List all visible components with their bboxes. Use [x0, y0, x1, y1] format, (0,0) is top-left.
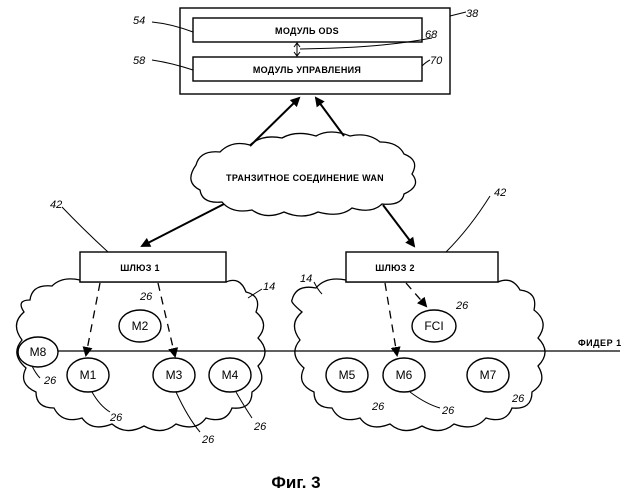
- leader-42-right: [446, 196, 490, 252]
- node-fci-label: FCI: [424, 319, 443, 333]
- gateway-1-label: ШЛЮЗ 1: [120, 263, 160, 273]
- feeder-label: ФИДЕР 1: [578, 338, 622, 348]
- arrow-cloud-to-gateway1: [142, 204, 224, 246]
- ref-26-m5: 26: [371, 401, 385, 413]
- arrow-cloud-to-server-right: [316, 98, 344, 136]
- ref-42-right: 42: [494, 187, 506, 199]
- local-cloud-right: [292, 279, 545, 431]
- ref-68: 68: [425, 29, 438, 41]
- wan-cloud: ТРАНЗИТНОЕ СОЕДИНЕНИЕ WAN: [191, 132, 416, 216]
- ref-14-left: 14: [263, 281, 275, 293]
- wan-label: ТРАНЗИТНОЕ СОЕДИНЕНИЕ WAN: [226, 173, 384, 183]
- gateway-2-box: [346, 252, 498, 282]
- ref-26-m7: 26: [511, 393, 525, 405]
- ref-42-left: 42: [50, 199, 62, 211]
- gateway-2-label: ШЛЮЗ 2: [375, 263, 415, 273]
- ref-26-m4: 26: [253, 421, 267, 433]
- ref-54: 54: [133, 15, 145, 27]
- leader-58: [152, 60, 193, 70]
- node-m1-label: M1: [80, 368, 97, 382]
- ref-26-fci: 26: [455, 300, 469, 312]
- ods-module-label: МОДУЛЬ ODS: [275, 26, 339, 36]
- control-module-label: МОДУЛЬ УПРАВЛЕНИЯ: [253, 65, 361, 75]
- ref-26-m6: 26: [441, 405, 455, 417]
- ref-70: 70: [430, 55, 443, 67]
- ref-38: 38: [466, 8, 479, 20]
- ref-26-m3: 26: [201, 434, 215, 446]
- ref-58: 58: [133, 55, 146, 67]
- node-m6-label: M6: [396, 368, 413, 382]
- node-m8-label: M8: [30, 345, 47, 359]
- leader-38: [450, 12, 466, 16]
- ref-26-m8: 26: [43, 375, 57, 387]
- node-m5-label: M5: [339, 368, 356, 382]
- node-m7-label: M7: [480, 368, 497, 382]
- node-m3-label: M3: [166, 368, 183, 382]
- ref-14-right: 14: [300, 273, 312, 285]
- leader-70: [422, 60, 430, 66]
- leader-68: [300, 38, 432, 49]
- figure-caption: Фиг. 3: [271, 473, 320, 492]
- leader-54: [152, 22, 193, 32]
- server: МОДУЛЬ ODS МОДУЛЬ УПРАВЛЕНИЯ 54 38 68 58…: [133, 8, 479, 94]
- leader-42-left: [62, 207, 108, 252]
- ref-26-m1: 26: [109, 412, 123, 424]
- node-m2-label: M2: [132, 319, 149, 333]
- node-m4-label: M4: [222, 368, 239, 382]
- ref-26-m2: 26: [139, 291, 153, 303]
- arrow-cloud-to-gateway2: [383, 205, 414, 246]
